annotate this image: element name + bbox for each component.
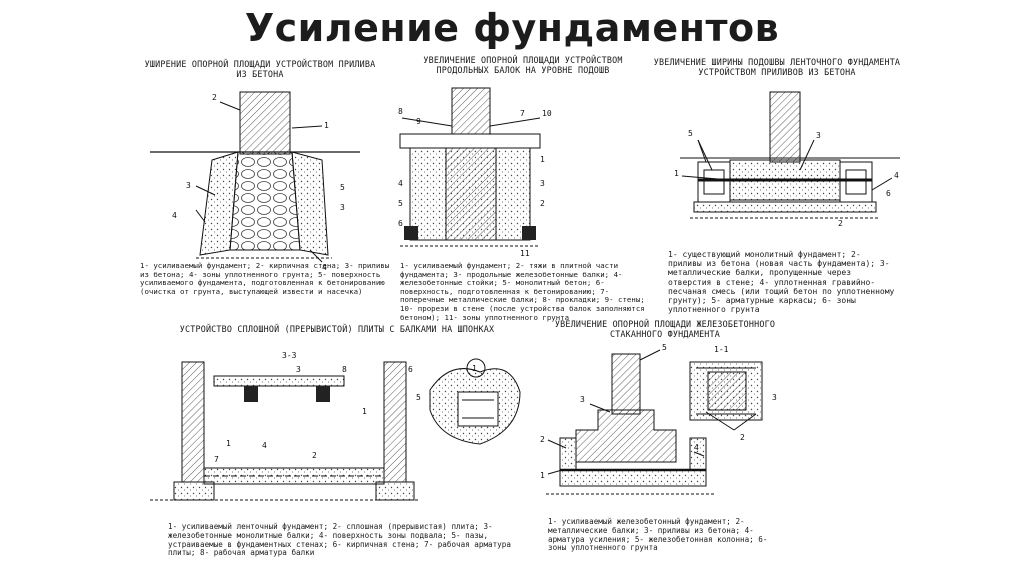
p4-inset-marker: 1 xyxy=(472,364,477,373)
panel2-diagram: 8 9 7 10 4 1 3 2 5 6 11 xyxy=(398,87,552,258)
p2-label-8: 8 xyxy=(398,107,403,116)
panel3-diagram: 5 3 1 4 6 2 xyxy=(674,91,900,228)
panel3-legend: 1- существующий монолитный фундамент; 2-… xyxy=(668,250,895,315)
p4-label-section: 3-3 xyxy=(282,351,297,360)
p4-label-4: 4 xyxy=(262,441,267,450)
p2-label-3: 3 xyxy=(540,179,545,188)
p3-label-4: 4 xyxy=(894,171,899,180)
p1-label-5: 5 xyxy=(340,183,345,192)
p2-label-1: 1 xyxy=(540,155,545,164)
p1-label-1: 1 xyxy=(324,121,329,130)
p5-label-5: 5 xyxy=(662,343,667,352)
panel1-legend: 1- усиливаемый фундамент; 2- кирпичная с… xyxy=(140,261,390,296)
p4-label-1b: 1 xyxy=(362,407,367,416)
panel4-legend: 1- усиливаемый ленточный фундамент; 2- с… xyxy=(168,522,511,558)
p4-label-7: 7 xyxy=(214,455,219,464)
p3-label-2: 2 xyxy=(838,219,843,228)
p4-label-1: 1 xyxy=(226,439,231,448)
p1-label-3b: 3 xyxy=(340,203,345,212)
p1-label-2: 2 xyxy=(212,93,217,102)
p4-label-6: 6 xyxy=(408,365,413,374)
p5-label-4: 4 xyxy=(694,443,699,452)
p5-label-section: 1-1 xyxy=(714,345,729,354)
p3-label-1: 1 xyxy=(674,169,679,178)
p5-label-3: 3 xyxy=(580,395,585,404)
p4-label-3: 3 xyxy=(296,365,301,374)
p2-label-2: 2 xyxy=(540,199,545,208)
panel3-caption: Увеличение ширины подошвы ленточного фун… xyxy=(653,57,901,77)
panel5-caption: Увеличение опорной площади железобетонно… xyxy=(554,319,776,339)
panel4-caption: Устройство сплошной (прерывистой) плиты … xyxy=(179,324,495,334)
panel5-diagram: 1-1 5 3 2 1 4 3 2 xyxy=(540,343,777,495)
p2-label-11: 11 xyxy=(520,249,530,258)
panel2-caption: Увеличение опорной площади устройством п… xyxy=(423,55,623,75)
slide-title: Усиление фундаментов xyxy=(244,6,780,50)
p4-label-8: 8 xyxy=(342,365,347,374)
panel4-diagram: 1 3-3 3 8 6 1 7 4 2 5 1 xyxy=(150,351,521,501)
p2-label-10: 10 xyxy=(542,109,552,118)
panel1-diagram: 2 1 3 5 4 4 3 xyxy=(150,91,360,272)
p2-label-9: 9 xyxy=(416,117,421,126)
p2-label-7: 7 xyxy=(520,109,525,118)
p1-label-3: 3 xyxy=(186,181,191,190)
p3-label-5: 5 xyxy=(688,129,693,138)
p1-label-4a: 4 xyxy=(172,211,177,220)
p5-label-3b: 3 xyxy=(772,393,777,402)
p4-label-5: 5 xyxy=(416,393,421,402)
panel2-legend: 1- усиливаемый фундамент; 2- тяжи в плит… xyxy=(400,261,645,322)
p3-label-3: 3 xyxy=(816,131,821,140)
p2-label-4: 4 xyxy=(398,179,403,188)
p2-label-5: 5 xyxy=(398,199,403,208)
p1-label-4b: 4 xyxy=(322,263,327,272)
panel1-caption: Уширение опорной площади устройством при… xyxy=(144,59,376,79)
p5-label-2b: 2 xyxy=(740,433,745,442)
p2-label-6: 6 xyxy=(398,219,403,228)
p5-label-2: 2 xyxy=(540,435,545,444)
p5-label-1: 1 xyxy=(540,471,545,480)
p4-label-2: 2 xyxy=(312,451,317,460)
panel5-legend: 1- усиливаемый железобетонный фундамент;… xyxy=(548,517,768,553)
p3-label-6: 6 xyxy=(886,189,891,198)
